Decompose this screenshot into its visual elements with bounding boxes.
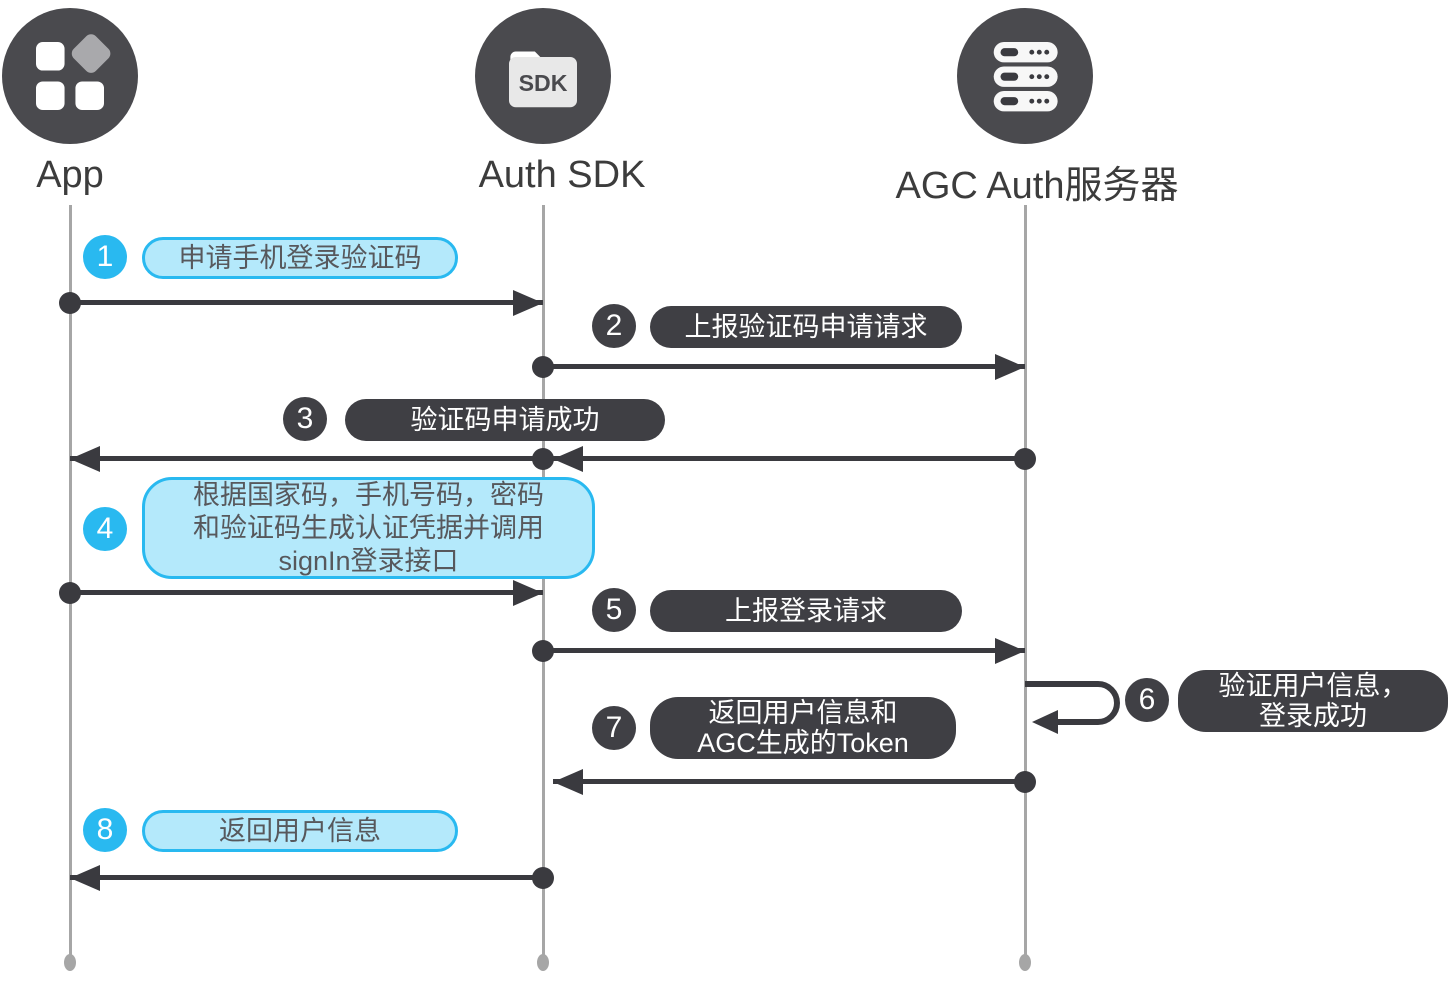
step-7-number: 7 — [592, 706, 636, 750]
arrow-1-origin-dot — [59, 292, 81, 314]
step-1-text: 申请手机登录验证码 — [178, 242, 422, 273]
sdk-folder-icon: SDK — [475, 8, 611, 144]
step-6-text-line2: 登录成功 — [1259, 701, 1367, 731]
step-8-bubble: 返回用户信息 — [142, 810, 458, 852]
arrow-7-server-to-sdk — [553, 769, 1036, 795]
arrow-8-origin-dot — [532, 867, 554, 889]
step-5-text: 上报登录请求 — [725, 595, 887, 626]
arrow-1-app-to-sdk — [59, 290, 543, 316]
lifeline-end-agc-auth-server — [1019, 954, 1031, 971]
step-4-text-line1: 根据国家码，手机号码，密码 — [193, 479, 544, 510]
lifeline-end-auth-sdk — [537, 954, 549, 971]
arrow-8-sdk-to-app — [70, 865, 554, 891]
app-grid-icon — [2, 8, 138, 144]
step-7-bubble: 返回用户信息和 AGC生成的Token — [650, 697, 956, 759]
arrow-4-head — [513, 580, 543, 606]
arrow-1-head — [513, 290, 543, 316]
step-5-bubble: 上报登录请求 — [650, 590, 962, 632]
arrow-5-origin-dot — [532, 640, 554, 662]
arrow-6-self-loop — [1025, 681, 1120, 734]
step-2-bubble: 上报验证码申请请求 — [650, 306, 962, 348]
arrow-3-relay-dot — [532, 448, 554, 470]
actor-label-auth-sdk: Auth SDK — [478, 154, 646, 196]
step-3-text: 验证码申请成功 — [410, 404, 600, 435]
step-8-number: 8 — [83, 808, 127, 852]
lifeline-end-app — [64, 954, 76, 971]
arrow-4-app-to-sdk — [59, 580, 543, 606]
arrow-7-head — [553, 769, 583, 795]
arrow-2-origin-dot — [532, 356, 554, 378]
actor-label-app: App — [36, 154, 104, 196]
step-8-text: 返回用户信息 — [219, 815, 381, 846]
arrow-8-head — [70, 865, 100, 891]
actor-label-agc-auth-server: AGC Auth服务器 — [895, 165, 1179, 207]
lifeline-agc-auth-server — [1024, 205, 1027, 958]
step-7-text-line1: 返回用户信息和 — [708, 698, 898, 728]
arrow-4-origin-dot — [59, 582, 81, 604]
step-4-bubble: 根据国家码，手机号码，密码 和验证码生成认证凭据并调用 signIn登录接口 — [142, 477, 595, 579]
step-1-number: 1 — [83, 235, 127, 279]
arrow-2-head — [995, 354, 1025, 380]
arrow-5-head — [995, 638, 1025, 664]
step-4-text-line3: signIn登录接口 — [278, 545, 459, 576]
step-6-text-line1: 验证用户信息， — [1218, 671, 1408, 701]
step-3-bubble: 验证码申请成功 — [345, 399, 665, 441]
lifeline-auth-sdk — [542, 205, 545, 958]
step-6-bubble: 验证用户信息， 登录成功 — [1178, 670, 1448, 732]
sdk-folder-text: SDK — [519, 70, 568, 96]
arrow-3-sdk-to-app — [70, 446, 554, 472]
arrow-3-server-to-sdk — [553, 446, 1036, 472]
lifeline-app — [69, 205, 72, 958]
step-5-number: 5 — [592, 588, 636, 632]
step-2-number: 2 — [592, 304, 636, 348]
step-7-text-line2: AGC生成的Token — [697, 728, 909, 758]
step-1-bubble: 申请手机登录验证码 — [142, 237, 458, 279]
arrow-7-origin-dot — [1014, 771, 1036, 793]
step-6-number: 6 — [1125, 678, 1169, 722]
step-4-text-line2: 和验证码生成认证凭据并调用 — [193, 512, 544, 543]
arrow-3-origin-dot — [1014, 448, 1036, 470]
arrow-3-head-at-app — [70, 446, 100, 472]
step-2-text: 上报验证码申请请求 — [684, 311, 928, 342]
arrow-5-sdk-to-server — [532, 638, 1025, 664]
step-3-number: 3 — [283, 397, 327, 441]
server-icon — [957, 8, 1093, 144]
step-4-number: 4 — [83, 507, 127, 551]
arrow-2-sdk-to-server — [532, 354, 1025, 380]
arrow-3-head-at-sdk — [553, 446, 583, 472]
